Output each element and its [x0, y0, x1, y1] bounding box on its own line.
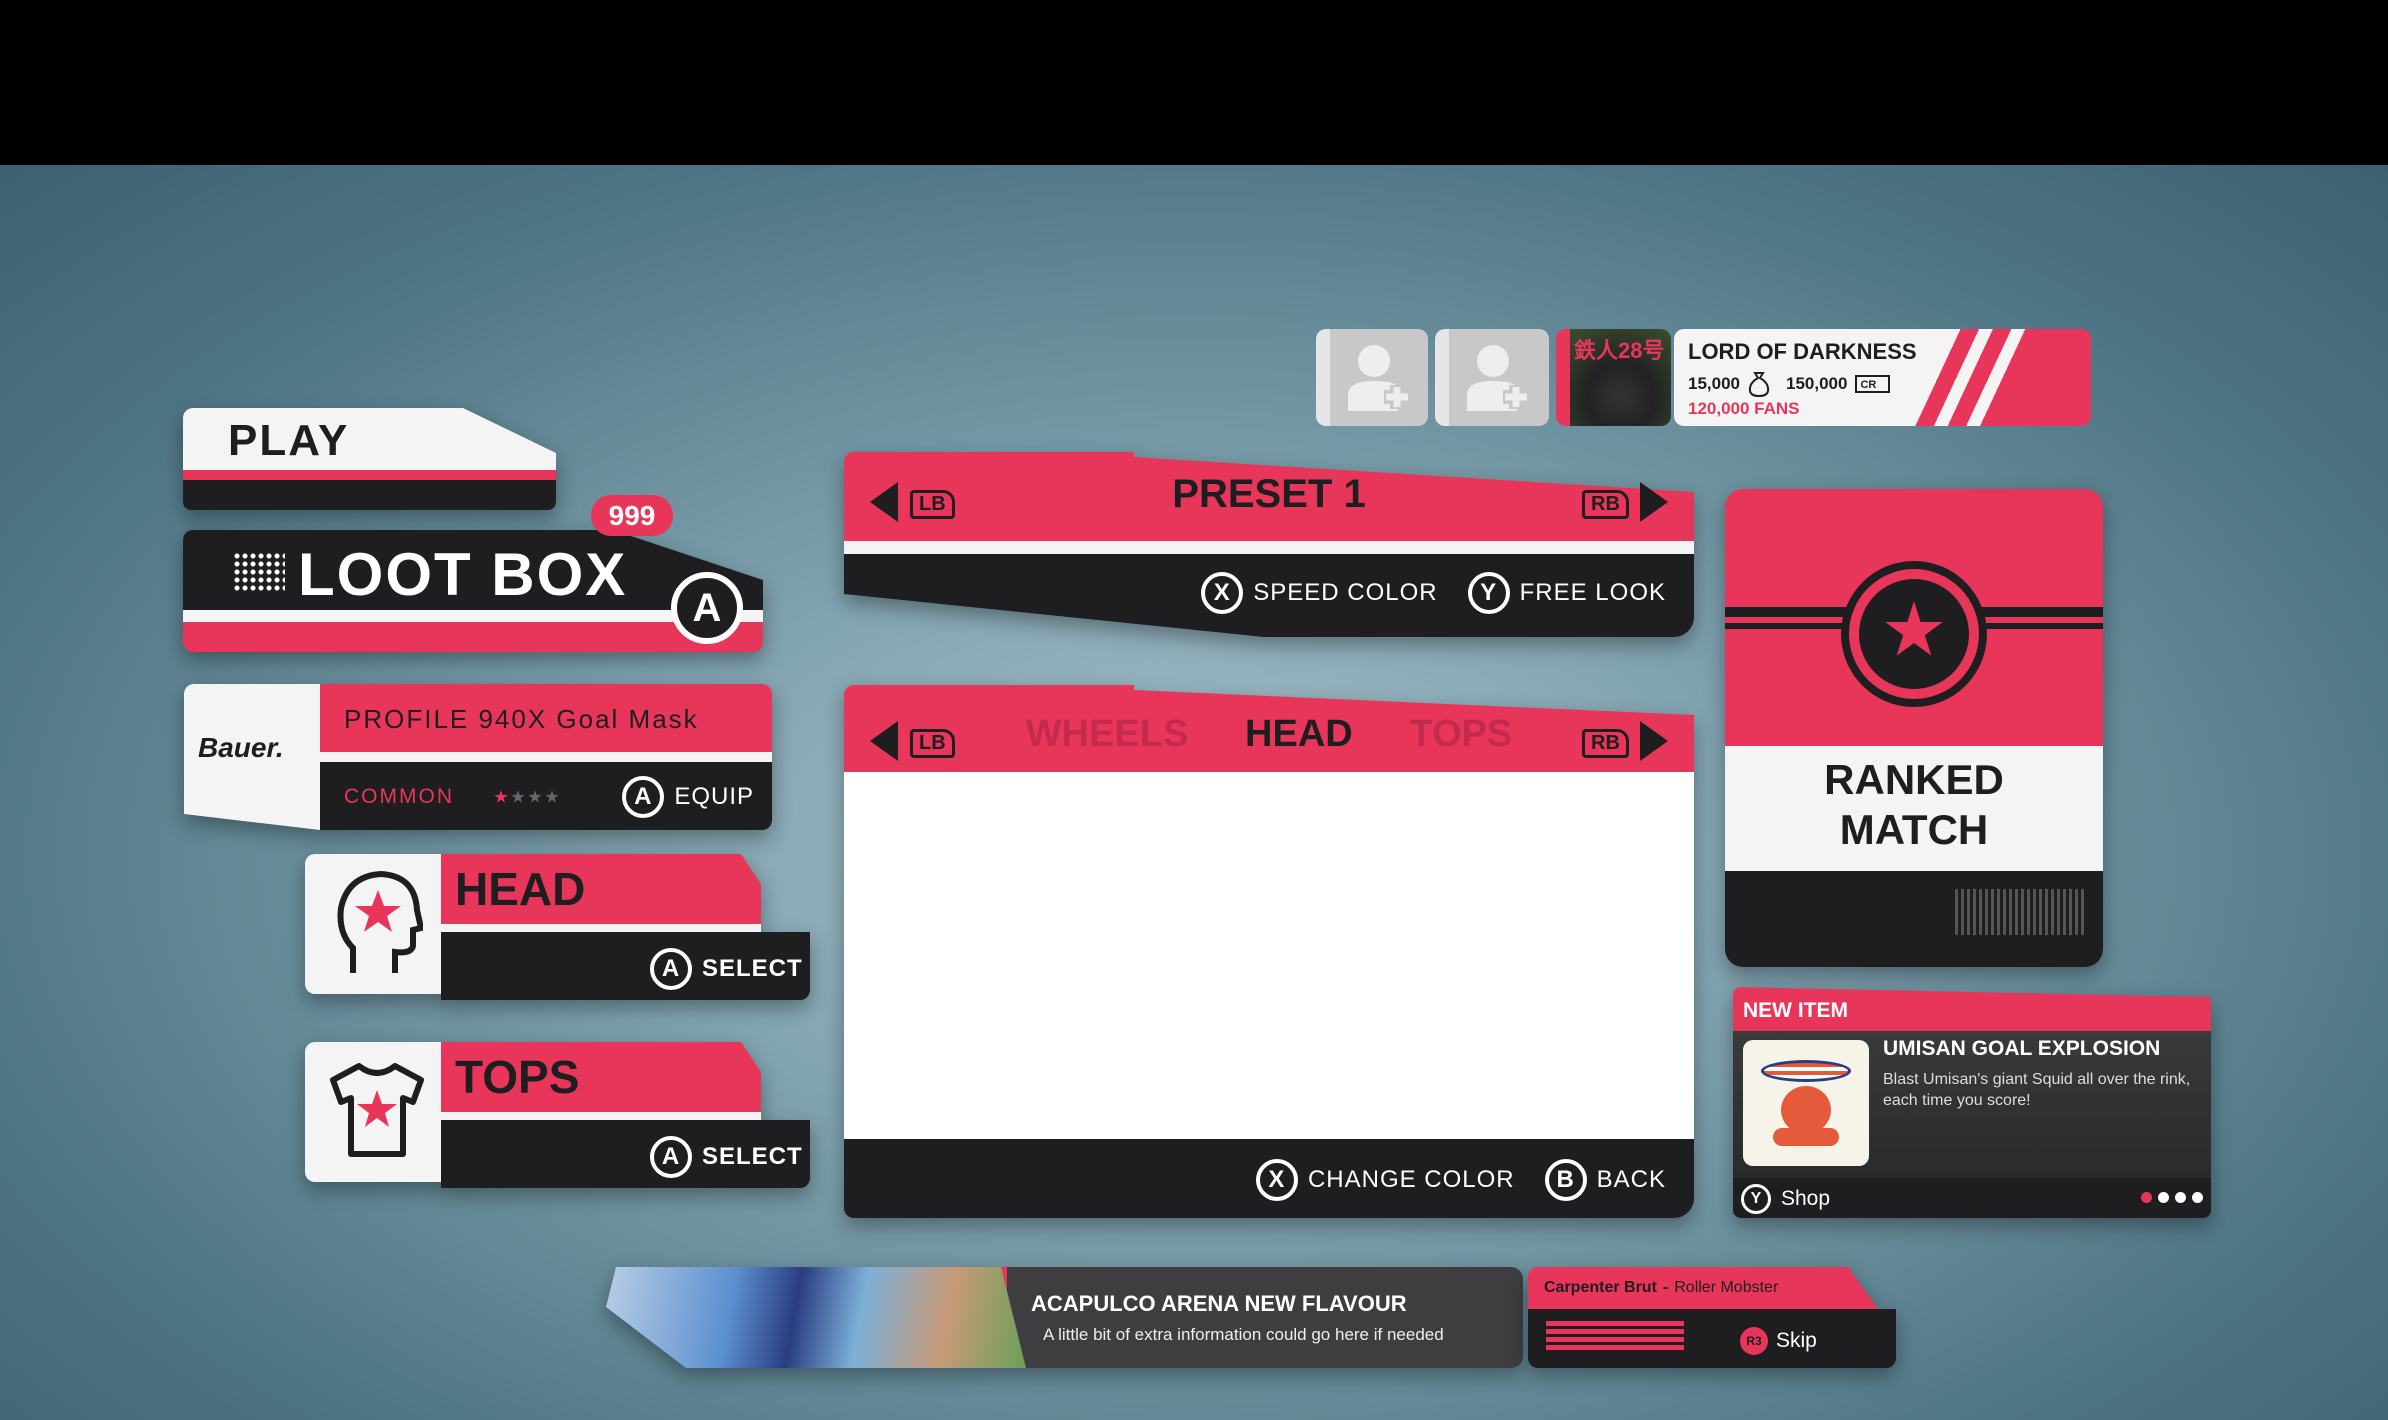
fans-count: 120,000 FANS	[1688, 399, 1800, 418]
free-look-label: FREE LOOK	[1519, 579, 1666, 606]
shop-hint[interactable]: Y Shop	[1741, 1184, 1830, 1214]
bauer-logo: Bauer.	[198, 732, 284, 763]
a-button-icon: A	[622, 776, 665, 818]
tab-wheels[interactable]: WHEELS	[1025, 713, 1189, 755]
arena-image	[606, 1267, 1026, 1368]
music-track: Roller Mobster	[1674, 1279, 1779, 1296]
select-label: SELECT	[702, 955, 803, 982]
add-user-icon	[1348, 345, 1410, 411]
tops-label: TOPS	[455, 1051, 580, 1103]
a-button-icon: A	[671, 572, 743, 644]
page-indicator	[2141, 1192, 2203, 1203]
item-rarity: COMMON	[344, 785, 454, 808]
credit-card-icon: CR	[1855, 375, 1891, 393]
select-label: SELECT	[702, 1143, 803, 1170]
play-button[interactable]: PLAY	[183, 408, 556, 510]
change-color-label: CHANGE COLOR	[1307, 1166, 1515, 1193]
speed-color-hint[interactable]: X SPEED COLOR	[1201, 572, 1437, 614]
shirt-star-icon	[330, 1063, 424, 1157]
skip-label: Skip	[1776, 1329, 1817, 1352]
rb-bumper-icon[interactable]: RB	[1582, 490, 1629, 519]
select-hint: A SELECT	[650, 948, 803, 990]
credits-value: 150,000	[1786, 374, 1848, 393]
music-player: Carpenter Brut - Roller Mobster R3 Skip	[1528, 1267, 1896, 1368]
speed-color-label: SPEED COLOR	[1253, 579, 1438, 606]
y-button-icon: Y	[1467, 572, 1510, 614]
shop-label: Shop	[1781, 1187, 1831, 1210]
next-preset-arrow[interactable]	[1640, 482, 1668, 522]
news-banner[interactable]: ACAPULCO ARENA NEW FLAVOUR A little bit …	[606, 1267, 1523, 1368]
lb-bumper-icon[interactable]: LB	[910, 490, 955, 519]
head-label: HEAD	[455, 863, 586, 915]
head-star-icon	[337, 870, 423, 973]
customize-panel: LB WHEELS HEAD TOPS RB X CHANGE COLOR B …	[844, 685, 1694, 1218]
equip-hint[interactable]: A EQUIP	[622, 776, 754, 818]
loot-box-button[interactable]: LOOT BOX A	[183, 530, 763, 658]
item-card[interactable]: Bauer. PROFILE 940X Goal Mask COMMON A E…	[184, 684, 772, 830]
lb-bumper-icon[interactable]: LB	[910, 729, 955, 758]
next-tab-arrow[interactable]	[1640, 721, 1668, 761]
ranked-title-line1: RANKED	[1824, 756, 2004, 803]
umisan-squid-image	[1743, 1040, 1869, 1166]
preset-title: PRESET 1	[1172, 472, 1366, 516]
y-button-icon: Y	[1741, 1184, 1771, 1214]
player-name: LORD OF DARKNESS	[1688, 339, 1917, 364]
play-label: PLAY	[228, 416, 350, 465]
a-button-icon: A	[650, 1136, 692, 1178]
change-color-hint[interactable]: X CHANGE COLOR	[1255, 1159, 1515, 1201]
new-item-description: Blast Umisan's giant Squid all over the …	[1883, 1071, 2191, 1109]
head-category-button[interactable]: HEAD A SELECT	[305, 854, 810, 1000]
medal-icon	[1849, 569, 1979, 699]
news-title: ACAPULCO ARENA NEW FLAVOUR	[1031, 1291, 1407, 1316]
barcode-icon	[1955, 889, 2085, 935]
music-artist: Carpenter Brut	[1544, 1279, 1657, 1296]
preset-panel: LB PRESET 1 RB X SPEED COLOR Y FREE LOOK	[844, 452, 1694, 637]
news-subtitle: A little bit of extra information could …	[1043, 1325, 1444, 1344]
player-avatar[interactable]: 鉄人28号	[1556, 329, 1671, 426]
tab-head[interactable]: HEAD	[1245, 713, 1353, 755]
x-button-icon: X	[1201, 572, 1244, 614]
previous-tab-arrow[interactable]	[870, 721, 898, 761]
money-bag-icon	[1748, 372, 1770, 397]
add-user-icon	[1467, 345, 1529, 411]
coins-value: 15,000	[1688, 374, 1740, 393]
loot-box-logo-icon	[233, 552, 285, 592]
item-name: PROFILE 940X Goal Mask	[344, 704, 699, 734]
tab-tops[interactable]: TOPS	[1409, 713, 1513, 755]
b-button-icon: B	[1544, 1159, 1587, 1201]
add-friend-slot-2[interactable]	[1435, 329, 1549, 426]
new-item-title: UMISAN GOAL EXPLOSION	[1883, 1037, 2161, 1060]
loot-box-count-badge: 999	[591, 495, 673, 536]
add-friend-slot-1[interactable]	[1316, 329, 1428, 426]
avatar-logo-text: 鉄人28号	[1574, 338, 1665, 363]
rarity-stars	[494, 790, 559, 804]
ranked-match-button[interactable]: RANKED MATCH	[1725, 489, 2103, 967]
profile-card[interactable]: LORD OF DARKNESS 15,000 150,000 CR 120,0…	[1674, 329, 2091, 426]
previous-preset-arrow[interactable]	[870, 482, 898, 522]
rb-bumper-icon[interactable]: RB	[1582, 729, 1629, 758]
music-separator: -	[1662, 1279, 1669, 1296]
equalizer-icon	[1546, 1321, 1684, 1353]
ranked-title-line2: MATCH	[1839, 806, 1989, 853]
skip-track-button[interactable]: R3 Skip	[1740, 1327, 1817, 1355]
x-button-icon: X	[1255, 1159, 1298, 1201]
select-hint: A SELECT	[650, 1136, 803, 1178]
loot-box-label: LOOT BOX	[298, 541, 628, 608]
free-look-hint[interactable]: Y FREE LOOK	[1467, 572, 1666, 614]
back-hint[interactable]: B BACK	[1544, 1159, 1666, 1201]
new-item-header: NEW ITEM	[1743, 999, 1848, 1022]
preview-area	[844, 772, 1694, 1139]
equip-label: EQUIP	[674, 783, 754, 810]
new-item-panel[interactable]: NEW ITEM UMISAN GOAL EXPLOSION Blast Umi…	[1733, 987, 2211, 1218]
back-label: BACK	[1596, 1166, 1666, 1193]
a-button-icon: A	[650, 948, 692, 990]
r3-button-icon: R3	[1740, 1327, 1768, 1355]
tops-category-button[interactable]: TOPS A SELECT	[305, 1042, 810, 1188]
